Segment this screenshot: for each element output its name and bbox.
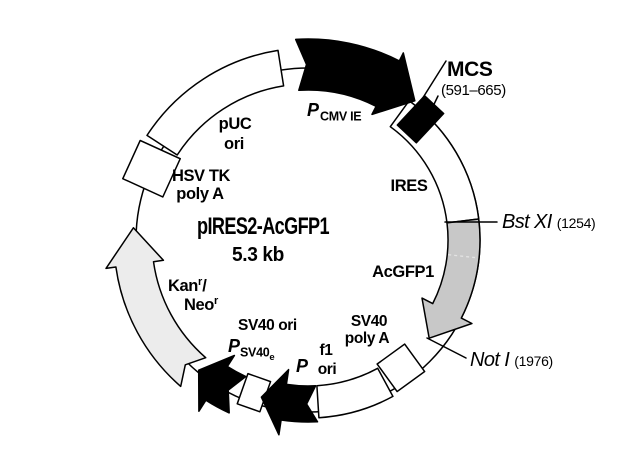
puc-ori-segment bbox=[146, 49, 285, 156]
f1-ori-segment bbox=[316, 367, 394, 419]
pcmv-p: P bbox=[307, 100, 320, 120]
mcs-leader-line-2 bbox=[423, 95, 439, 126]
mcs-leader-line-1 bbox=[418, 60, 447, 105]
p-promoter-label: P bbox=[296, 356, 309, 376]
mcs-range-label: (591–665) bbox=[441, 82, 506, 99]
acgfp1-label: AcGFP1 bbox=[372, 263, 434, 281]
hsv-tk-label-line2: poly A bbox=[176, 185, 224, 203]
puc-ori-label-line1: pUC bbox=[219, 115, 252, 133]
sv40-ori-label: SV40 ori bbox=[238, 317, 297, 334]
kan-text: Kan bbox=[168, 277, 198, 295]
f1-ori-label-line2: ori bbox=[318, 361, 337, 378]
bstxi-enzyme: Bst XI bbox=[502, 211, 553, 233]
neo-label: Neor bbox=[184, 295, 219, 314]
kan-sup: r bbox=[198, 276, 203, 288]
hsv-tk-polya-box bbox=[122, 139, 181, 198]
hsv-tk-label-line1: HSV TK bbox=[172, 167, 231, 185]
neo-text: Neo bbox=[184, 296, 214, 314]
psv40e-p: P bbox=[228, 336, 241, 356]
pcmv-sub: CMV IE bbox=[320, 110, 361, 124]
sv40-polya-label-line1: SV40 bbox=[351, 313, 387, 330]
pcmv-ie-promoter-arrow bbox=[294, 38, 416, 116]
psv40e-sub: SV40 bbox=[240, 346, 270, 360]
bstxi-site: (1254) bbox=[557, 215, 596, 231]
kan-neo-arrow bbox=[105, 227, 207, 388]
psv40e-label: PSV40e bbox=[228, 336, 275, 363]
sv40-polya-box bbox=[376, 343, 426, 393]
f1-ori-label-line1: f1 bbox=[320, 342, 334, 359]
p-promoter-arrow bbox=[260, 368, 319, 436]
sv40-polya-label-line2: poly A bbox=[345, 330, 390, 347]
psv40e-sup: e bbox=[269, 352, 274, 363]
noti-enzyme: Not I bbox=[470, 349, 510, 371]
noti-label: Not I(1976) bbox=[470, 349, 553, 371]
acgfp1-arrow bbox=[421, 218, 481, 339]
puc-ori-label-line2: ori bbox=[224, 135, 244, 153]
bstxi-label: Bst XI(1254) bbox=[502, 211, 595, 233]
psv40e-promoter-arrow bbox=[197, 354, 247, 414]
mcs-label: MCS bbox=[447, 58, 493, 81]
kan-label: Kanr/ bbox=[168, 276, 207, 295]
ires-label: IRES bbox=[391, 177, 428, 195]
plasmid-size: 5.3 kb bbox=[232, 244, 284, 266]
kan-slash: / bbox=[202, 277, 207, 295]
acgfp1-divider-line bbox=[448, 254, 479, 259]
noti-leader-line bbox=[426, 337, 467, 359]
neo-sup: r bbox=[214, 295, 219, 307]
pcmv-ie-label: PCMV IE bbox=[307, 100, 361, 124]
plasmid-title: pIRES2-AcGFP1 bbox=[197, 213, 329, 240]
noti-site: (1976) bbox=[514, 353, 553, 369]
